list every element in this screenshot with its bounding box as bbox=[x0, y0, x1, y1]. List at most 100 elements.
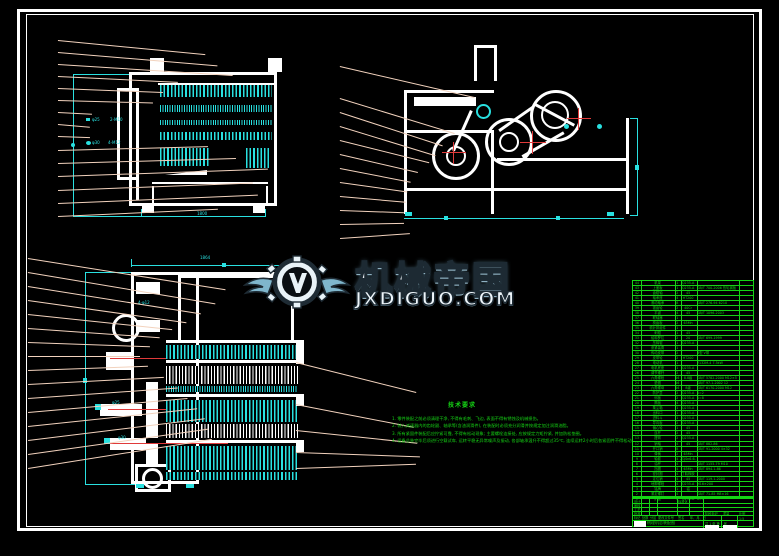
shaft-label: φ30 bbox=[118, 435, 126, 440]
table-cell: 定位销 bbox=[652, 476, 663, 481]
table-cell: 2 bbox=[676, 396, 679, 401]
table-cell: Q235-A bbox=[681, 416, 695, 421]
table-cell: 18 bbox=[634, 411, 640, 416]
table-cell bbox=[696, 431, 737, 435]
table-cell: GB/T 276-94 6210 bbox=[696, 301, 728, 306]
plan-label: 4-φ12 bbox=[138, 300, 150, 305]
table-cell: 皮带轮 bbox=[652, 356, 663, 361]
shaft-label: φ25 bbox=[112, 400, 120, 405]
tb-filled-cell bbox=[705, 524, 719, 528]
base-beam bbox=[404, 188, 629, 191]
table-cell: Q235-A bbox=[681, 396, 695, 401]
right-beam bbox=[497, 158, 629, 161]
end-cap bbox=[296, 394, 304, 406]
table-cell bbox=[680, 492, 696, 496]
plan-outline bbox=[131, 481, 199, 484]
table-cell bbox=[737, 411, 753, 415]
needle-band bbox=[160, 132, 272, 140]
table-cell bbox=[737, 442, 753, 446]
table-cell bbox=[696, 411, 737, 415]
table-cell: Q235-A bbox=[681, 436, 695, 441]
table-cell bbox=[737, 492, 753, 496]
table-cell bbox=[737, 391, 753, 395]
tb-rule bbox=[649, 499, 650, 515]
table-cell: 1 bbox=[676, 486, 679, 491]
pivot-dot bbox=[597, 124, 602, 129]
table-cell bbox=[680, 462, 696, 466]
table-cell: 挡圈 bbox=[654, 466, 661, 471]
table-cell: Q235-A bbox=[681, 366, 695, 371]
table-cell: 4 bbox=[676, 476, 679, 481]
table-cell: 65Mn bbox=[683, 466, 693, 471]
tb-filled-cell bbox=[723, 524, 737, 528]
chamber-side bbox=[266, 186, 268, 204]
table-cell: B型 V带 bbox=[696, 351, 710, 356]
table-cell: 12 bbox=[634, 441, 640, 446]
table-cell: 2 bbox=[676, 356, 679, 361]
table-cell: 防护罩 bbox=[652, 391, 663, 396]
table-cell: Q235-A bbox=[681, 281, 695, 285]
table-cell: 齿辊轴 bbox=[652, 291, 663, 296]
table-cell bbox=[696, 341, 737, 345]
table-cell bbox=[737, 416, 753, 420]
table-cell: 29 bbox=[634, 356, 640, 361]
table-cell: 31 bbox=[634, 346, 640, 351]
table-cell bbox=[737, 467, 753, 471]
table-cell: 7 bbox=[635, 466, 638, 471]
table-cell: 8 bbox=[676, 301, 679, 306]
dim-marker bbox=[71, 143, 75, 147]
table-cell bbox=[737, 452, 753, 456]
table-cell bbox=[696, 281, 737, 285]
table-cell: 11 bbox=[634, 446, 640, 451]
table-cell bbox=[737, 381, 753, 385]
needle-band bbox=[160, 85, 272, 97]
mid-column bbox=[491, 130, 494, 214]
title-block[interactable]: 标记 处数 分区 更改文件号 签名 年、月、日 设计 审核 工艺 批准 标准化 … bbox=[632, 498, 754, 528]
top-hopper bbox=[268, 58, 282, 72]
